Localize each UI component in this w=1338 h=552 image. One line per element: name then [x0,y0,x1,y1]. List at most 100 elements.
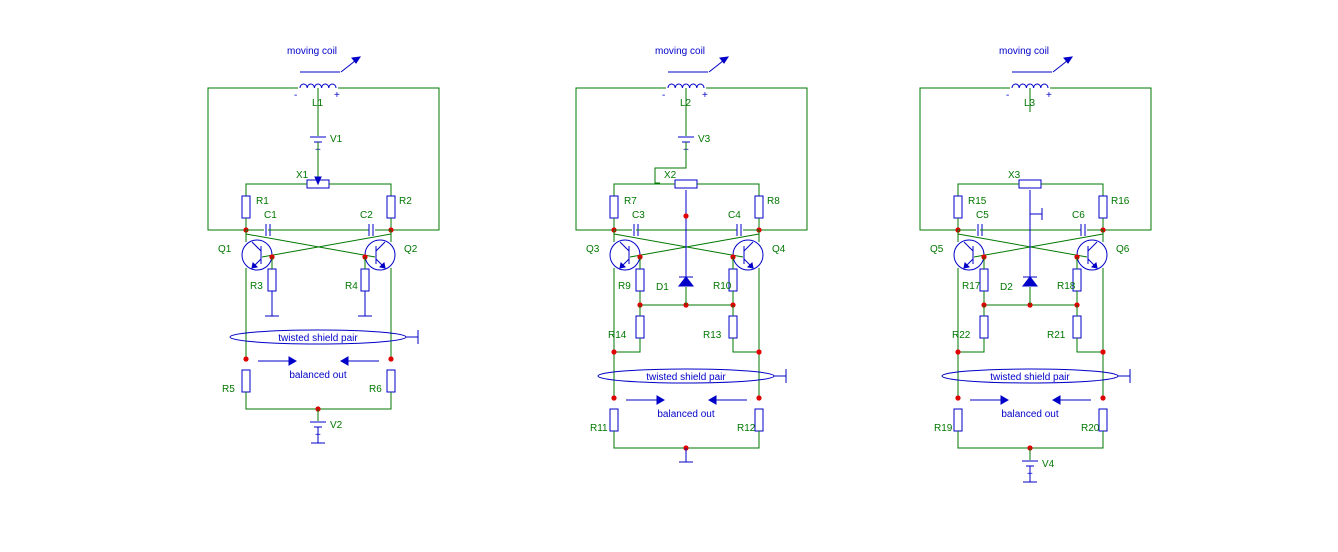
resistor [754,195,764,219]
wire [654,142,687,184]
wire [706,87,808,231]
resistor-label: R21 [1047,330,1066,341]
wire [207,87,298,231]
wire [613,183,675,196]
transistor-collector [1087,241,1098,252]
cable-label: twisted shield pair [646,372,726,383]
transistor-body [241,239,273,271]
resistor-label: R19 [934,423,953,434]
cap-label: C1 [264,210,277,221]
plus-sign: + [702,90,708,101]
resistor-label: R9 [618,281,631,292]
wire [973,233,1104,258]
wire [614,338,641,353]
resistor [360,268,370,292]
arrow-head [719,56,730,64]
resistor-label: R10 [713,281,732,292]
node-dot [1100,395,1106,401]
resistor-label: R2 [399,196,412,207]
output-label: balanced out [1001,409,1058,420]
battery-label: V2 [330,420,343,431]
wire [732,338,759,353]
resistor-label: R3 [250,281,263,292]
wire [697,183,760,196]
resistor [267,268,277,292]
arrow-head [339,356,349,366]
resistor [1072,315,1082,339]
resistor [979,268,989,292]
resistor-label: R16 [1111,196,1130,207]
transistor-label: Q6 [1116,244,1130,255]
battery-label: V1 [330,134,343,145]
wire [958,338,985,353]
arrow-head [707,395,717,405]
transistor-body [1076,239,1108,271]
resistor [609,195,619,219]
transistor-collector [375,241,386,252]
wire [957,183,1019,196]
resistor-label: R6 [369,384,382,395]
resistor [635,315,645,339]
coil-caption: moving coil [287,46,337,57]
resistor [754,408,764,432]
inductor-coil [299,83,337,89]
minus-sign: - [1006,90,1009,101]
wire [338,87,440,231]
resistor [386,195,396,219]
cap-label: C6 [1072,210,1085,221]
node-dot [955,395,961,401]
resistor-label: R20 [1081,423,1100,434]
resistor-label: R4 [345,281,358,292]
resistor-label: R18 [1057,281,1076,292]
battery-label: V4 [1042,459,1055,470]
node-dot [756,395,762,401]
resistor [1098,195,1108,219]
node-dot [611,395,617,401]
pot-label: X3 [1008,170,1021,181]
cap-label: C3 [632,210,645,221]
wire [1050,87,1152,231]
node-dot [756,349,762,355]
plus-sign: + [1046,90,1052,101]
resistor [241,369,251,393]
emitter-arrow [963,261,971,269]
transistor-body [732,239,764,271]
transistor-body [609,239,641,271]
diode-label: D2 [1000,282,1013,293]
emitter-arrow [1090,261,1098,269]
node-dot [1100,349,1106,355]
node-dot [683,213,689,219]
resistor [635,268,645,292]
emitter-arrow [619,261,627,269]
resistor-label: R7 [624,196,637,207]
resistor-label: R14 [608,330,627,341]
cap-label: C2 [360,210,373,221]
resistor [1098,408,1108,432]
transistor-label: Q2 [404,244,418,255]
resistor-label: R22 [952,330,971,341]
resistor-label: R12 [737,423,756,434]
emitter-arrow [378,261,386,269]
inductor-coil [667,83,705,89]
resistor [386,369,396,393]
node-dot [243,356,249,362]
node-dot [955,349,961,355]
node-dot [388,356,394,362]
arrow-head [1051,395,1061,405]
wire [245,183,307,196]
wire [261,233,392,258]
resistor-label: R17 [962,281,981,292]
diode-body [677,276,695,287]
transistor-collector [251,241,262,252]
transistor-collector [619,241,630,252]
node-dot [611,349,617,355]
diode-body [1021,276,1039,287]
wire [613,233,744,258]
wire [1076,338,1103,353]
arrow-head [351,56,362,64]
transistor-label: Q4 [772,244,786,255]
arrow-head [1063,56,1074,64]
coil-caption: moving coil [655,46,705,57]
